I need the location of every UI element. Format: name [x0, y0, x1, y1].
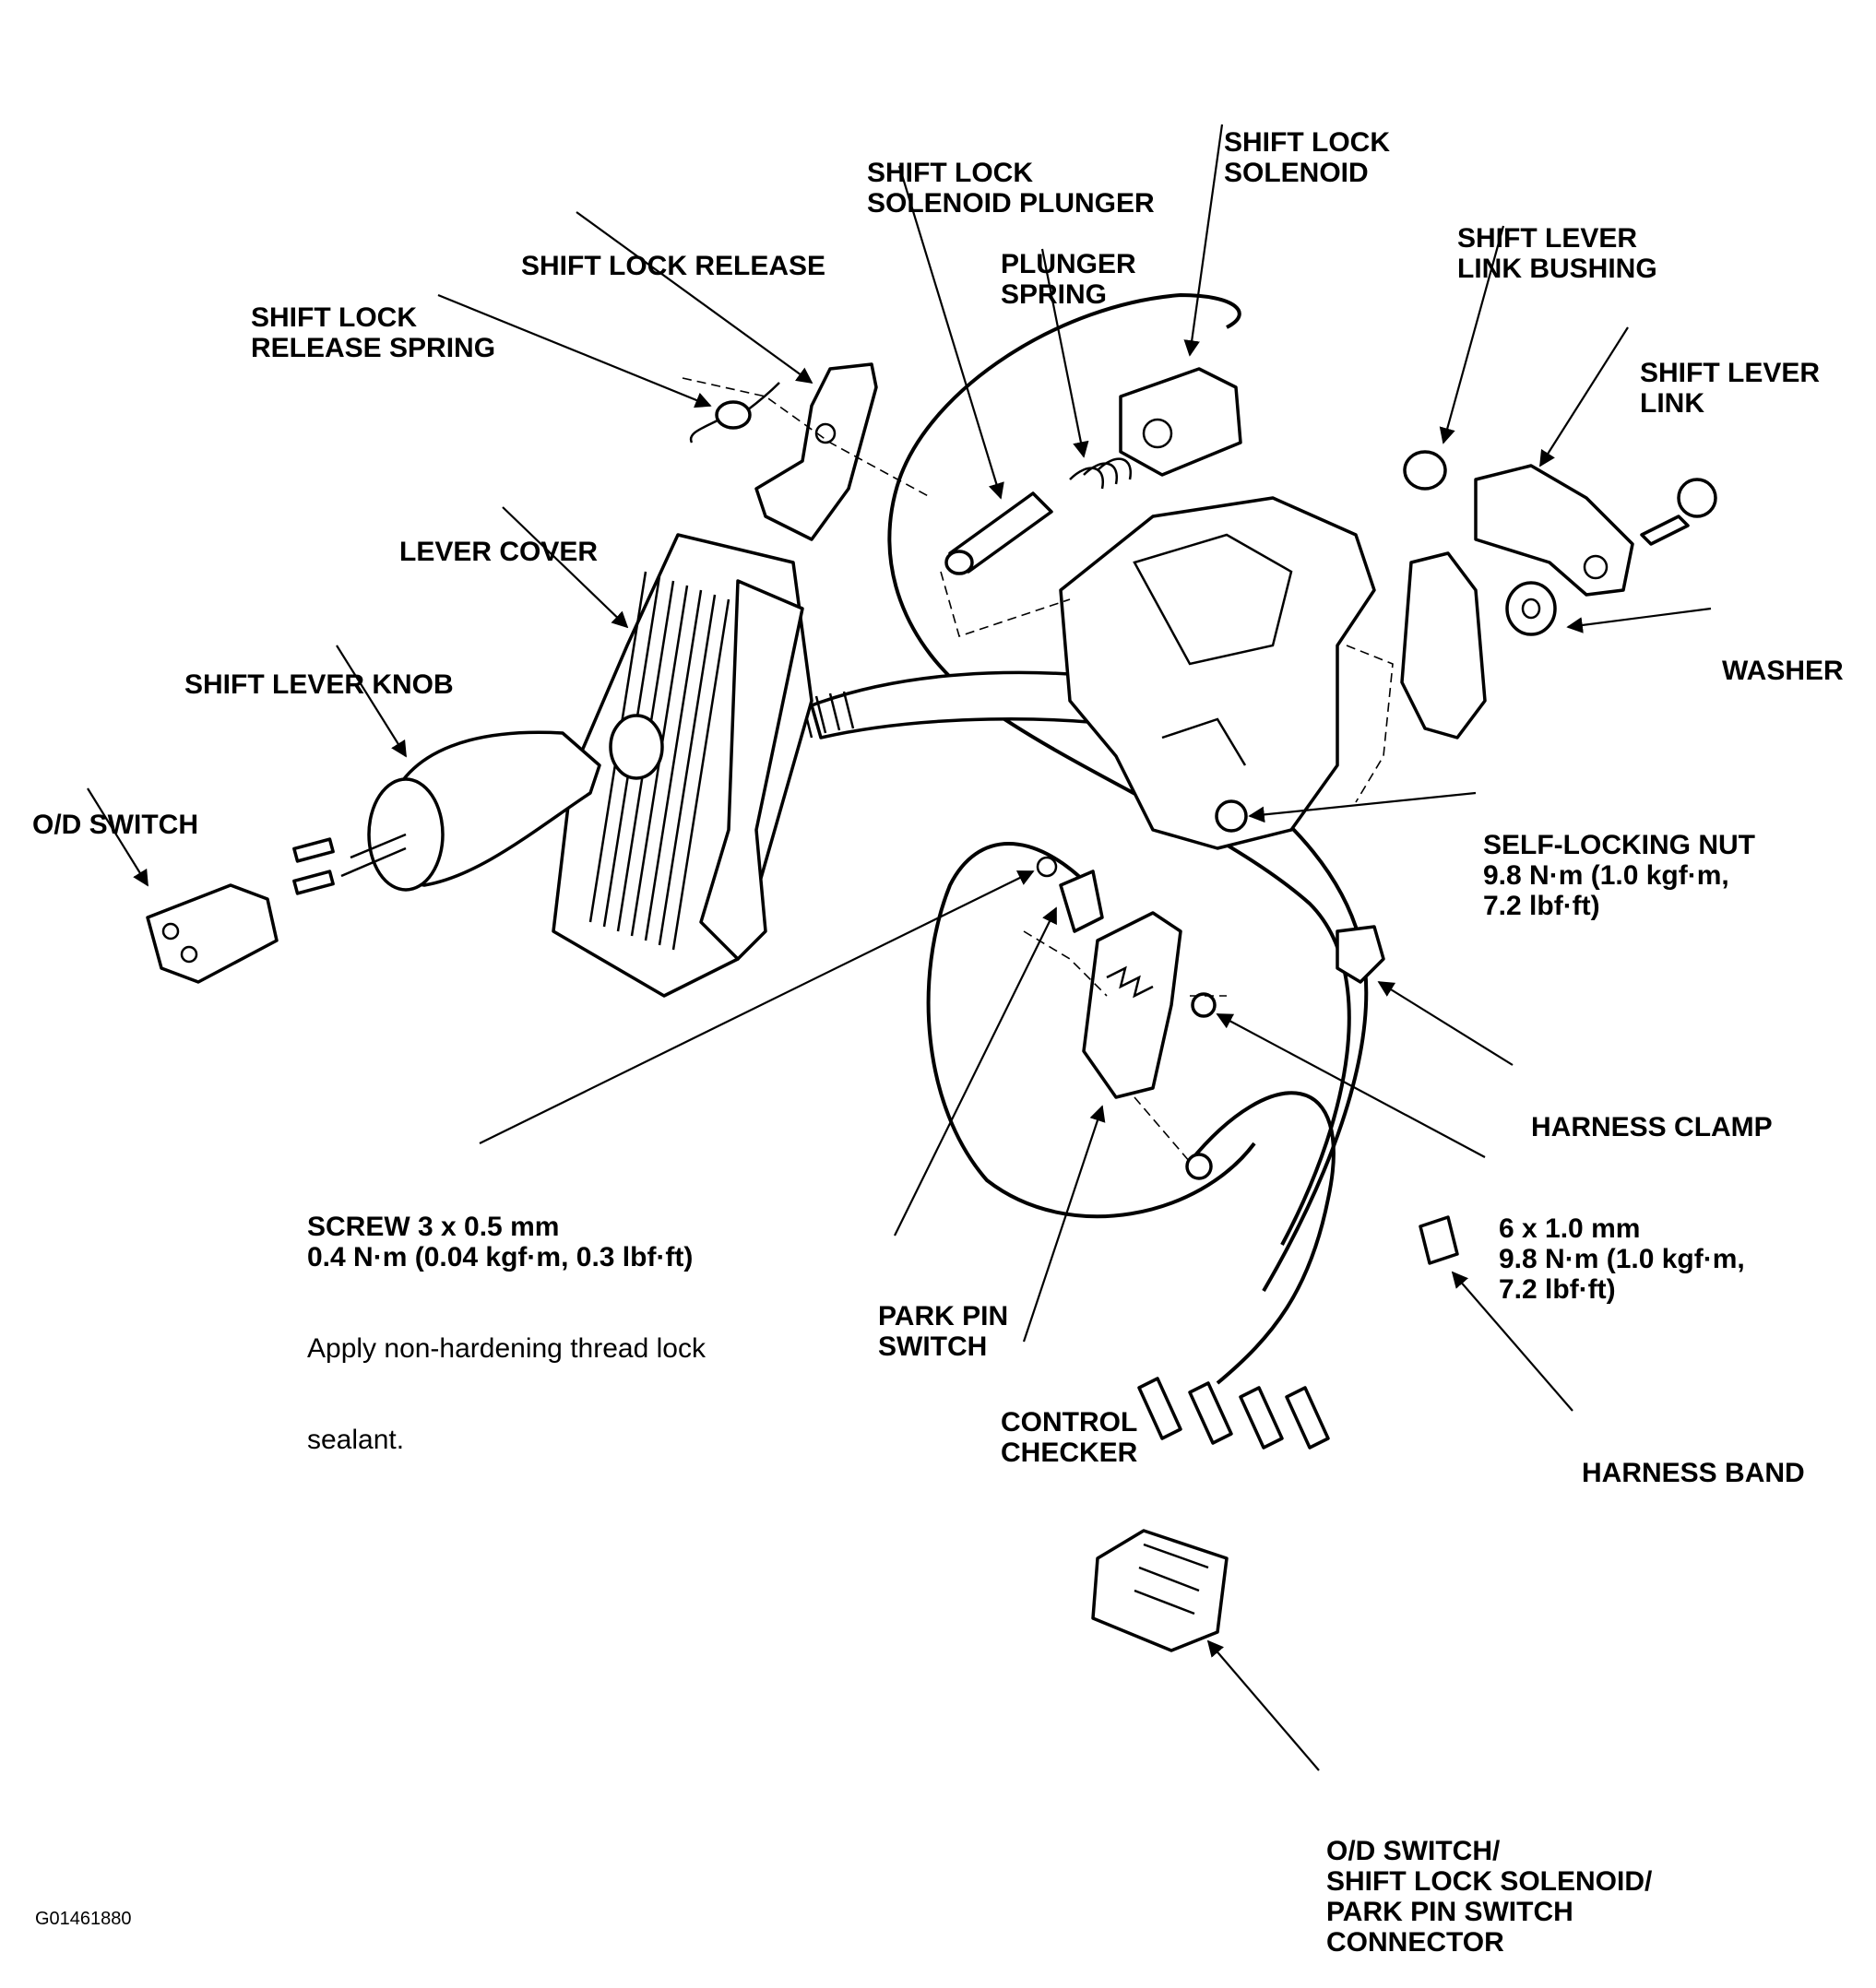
- shift-lock-release-spring: [689, 382, 780, 444]
- od-shift-lock-park-pin-connector: [1091, 1529, 1229, 1652]
- label-shift-lever-knob: SHIFT LEVER KNOB: [184, 669, 454, 700]
- leader-lines: [87, 124, 1712, 1771]
- link-bolt: [1640, 515, 1690, 546]
- knob-wire: [340, 833, 407, 878]
- screw-note-line-2: sealant.: [307, 1425, 405, 1455]
- checker-bolt-2: [1185, 1153, 1213, 1180]
- label-harness-band: HARNESS BAND: [1582, 1458, 1805, 1488]
- od-switch-button-2: [180, 945, 198, 964]
- lever-cover-hole: [609, 714, 664, 780]
- connector-detail: [1134, 1543, 1209, 1615]
- label-shift-lock-release: SHIFT LOCK RELEASE: [521, 251, 826, 281]
- wire-terminals: [1137, 1377, 1330, 1450]
- figure-id: G01461880: [35, 1909, 132, 1929]
- shift-lever-link-bushing: [1403, 450, 1447, 491]
- shift-lever-link: [1474, 464, 1634, 597]
- checker-wire: [1188, 1091, 1336, 1385]
- label-lever-cover: LEVER COVER: [399, 537, 599, 567]
- label-washer: WASHER: [1722, 656, 1844, 686]
- assembly-guide-lines: [682, 377, 1394, 1163]
- shift-lock-release: [754, 362, 878, 541]
- lever-cover-side: [699, 579, 804, 961]
- position-sensor-block: [1400, 551, 1487, 740]
- control-checker: [1082, 911, 1182, 1099]
- label-harness-clamp: HARNESS CLAMP: [1531, 1112, 1773, 1142]
- solenoid-hole: [1142, 418, 1173, 449]
- park-pin-switch: [1059, 870, 1104, 933]
- knob-wire-terminal-2: [292, 870, 335, 895]
- label-connector: O/D SWITCH/SHIFT LOCK SOLENOID/PARK PIN …: [1326, 1836, 1653, 1958]
- park-pin-wire-loop: [926, 842, 1256, 1219]
- link-hole: [1583, 554, 1609, 580]
- plunger-spring: [1069, 457, 1133, 490]
- bracket-detail: [1133, 533, 1293, 766]
- plunger-end: [944, 550, 974, 575]
- knob-wire-terminal-1: [292, 837, 335, 863]
- link-bolt-head: [1677, 478, 1717, 518]
- washer: [1505, 581, 1557, 636]
- park-pin-screw: [1036, 856, 1058, 878]
- od-switch-button-1: [161, 922, 180, 941]
- screw-note-line-1: Apply non-hardening thread lock: [307, 1333, 706, 1364]
- checker-bolt-1: [1191, 992, 1217, 1018]
- harness-band: [1419, 1215, 1459, 1265]
- od-switch-body: [146, 883, 279, 984]
- shift-lever-bracket: [1059, 496, 1376, 850]
- self-locking-nut: [1215, 799, 1248, 833]
- shift-lock-solenoid: [1119, 367, 1242, 477]
- harness-clamp: [1336, 925, 1385, 984]
- label-od-switch: O/D SWITCH: [32, 810, 198, 840]
- washer-hole: [1521, 598, 1541, 620]
- checker-teeth: [1106, 965, 1154, 999]
